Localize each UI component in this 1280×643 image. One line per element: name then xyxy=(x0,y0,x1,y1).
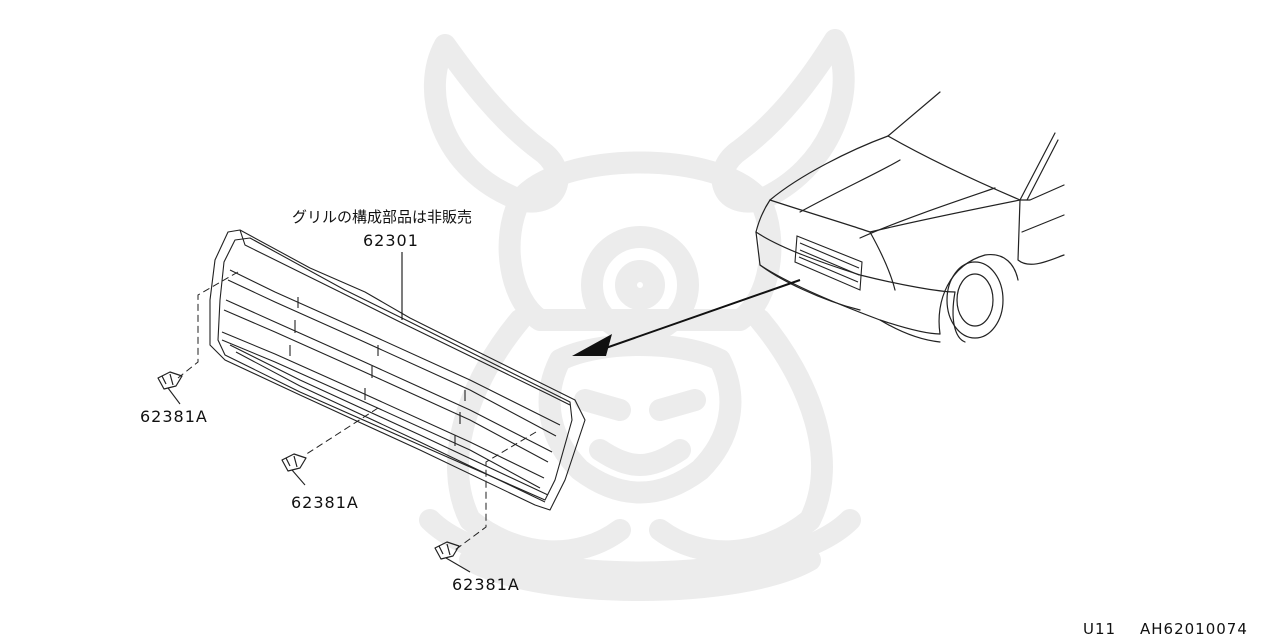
grille-note-label: グリルの構成部品は非販売 xyxy=(292,208,472,226)
grille-clip-illustration-icon xyxy=(281,453,307,486)
clip-part-number-1[interactable]: 62381A xyxy=(140,407,208,426)
grille-clip-illustration-icon xyxy=(157,371,183,405)
clip-part-number-2[interactable]: 62381A xyxy=(291,493,359,512)
clip-part-number-3[interactable]: 62381A xyxy=(452,575,520,594)
car-front-illustration-icon xyxy=(755,91,1065,343)
car-grille-highlight xyxy=(794,235,863,291)
location-arrow xyxy=(572,279,801,356)
illustration-id: AH62010074 xyxy=(1140,620,1248,638)
samurai-helmet-watermark-icon xyxy=(419,29,861,601)
grille-clip-illustration-icon xyxy=(434,541,471,573)
diagram-code: U11 xyxy=(1083,620,1116,638)
front-grille-illustration-icon xyxy=(209,229,586,511)
clip-mounting-lines xyxy=(177,271,537,551)
grille-part-number[interactable]: 62301 xyxy=(363,231,419,250)
